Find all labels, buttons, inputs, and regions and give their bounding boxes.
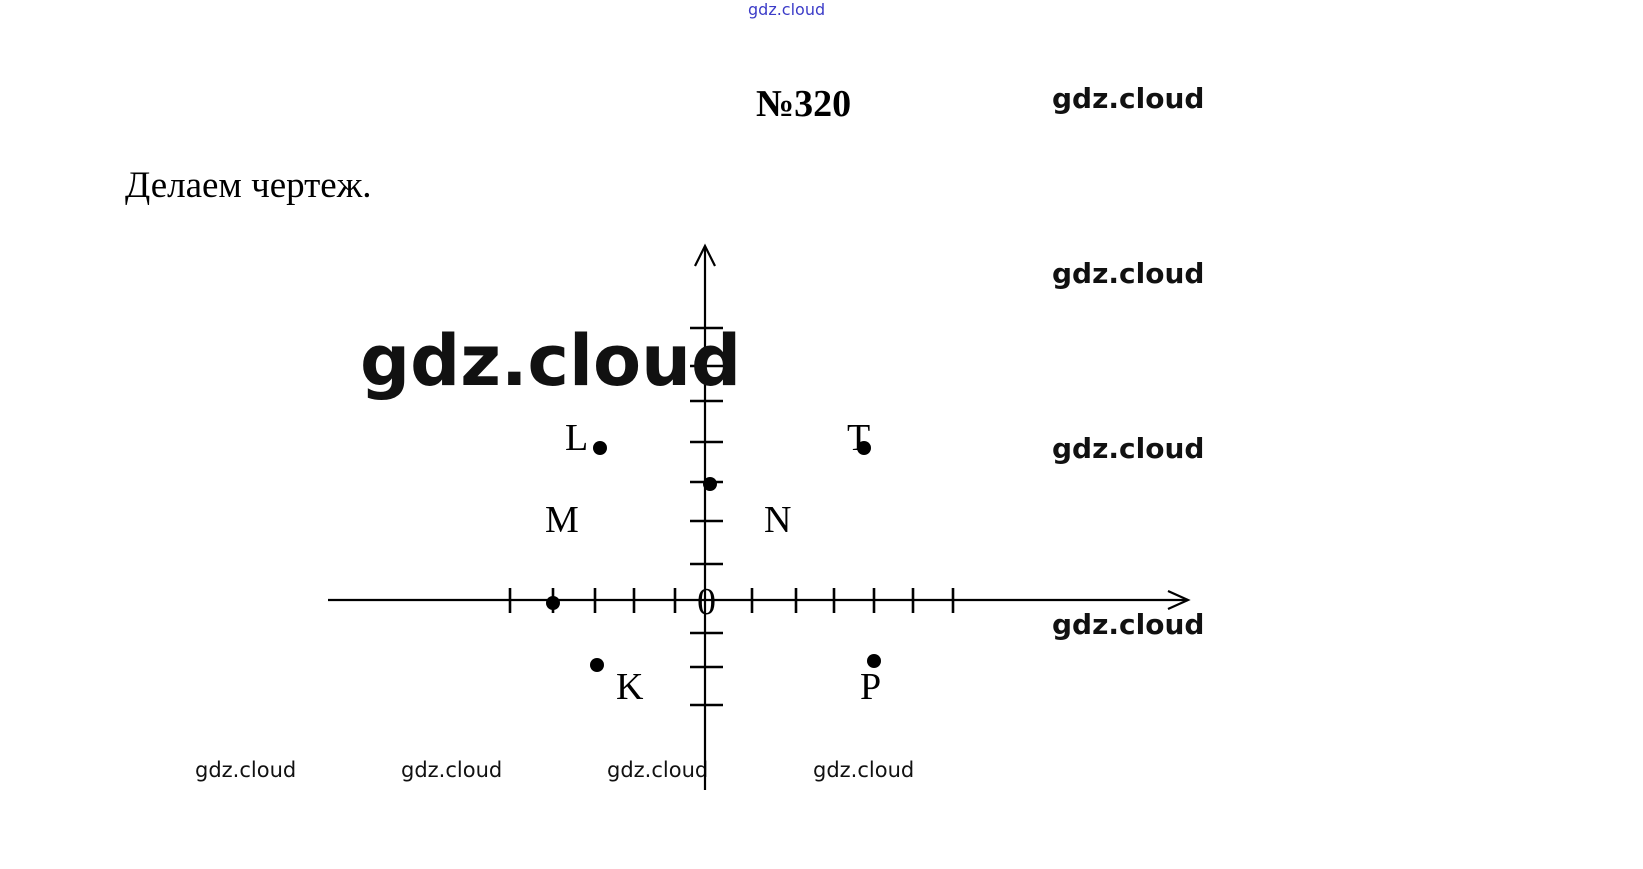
- point-L-dot: [593, 441, 607, 455]
- point-M-dot: [546, 596, 560, 610]
- point-M-label: M: [545, 499, 579, 541]
- point-N-dot: [703, 477, 717, 491]
- point-K-label: K: [616, 666, 644, 708]
- point-N-label: N: [764, 499, 791, 541]
- watermark-bottom-3: gdz.cloud: [607, 758, 709, 782]
- watermark-big: gdz.cloud: [360, 320, 742, 402]
- watermark-right-1: gdz.cloud: [1052, 82, 1205, 115]
- point-T-dot: [857, 441, 871, 455]
- watermark-bottom-1: gdz.cloud: [195, 758, 297, 782]
- watermark-right-4: gdz.cloud: [1052, 608, 1205, 641]
- instruction-text: Делаем чертеж.: [125, 165, 372, 206]
- y-axis-arrow: [694, 243, 716, 267]
- point-L-label: L: [565, 417, 588, 459]
- problem-number: №320: [756, 83, 852, 125]
- point-P-dot: [867, 654, 881, 668]
- watermark-top: gdz.cloud: [748, 0, 826, 19]
- origin-label: 0: [697, 581, 716, 623]
- watermark-right-2: gdz.cloud: [1052, 257, 1205, 290]
- watermark-right-3: gdz.cloud: [1052, 432, 1205, 465]
- x-axis-arrow: [1167, 589, 1191, 611]
- x-axis-ticks: [508, 588, 955, 613]
- watermark-bottom-4: gdz.cloud: [813, 758, 915, 782]
- point-P-label: P: [860, 666, 881, 708]
- point-K-dot: [590, 658, 604, 672]
- watermark-bottom-2: gdz.cloud: [401, 758, 503, 782]
- point-T-label: T: [847, 417, 870, 459]
